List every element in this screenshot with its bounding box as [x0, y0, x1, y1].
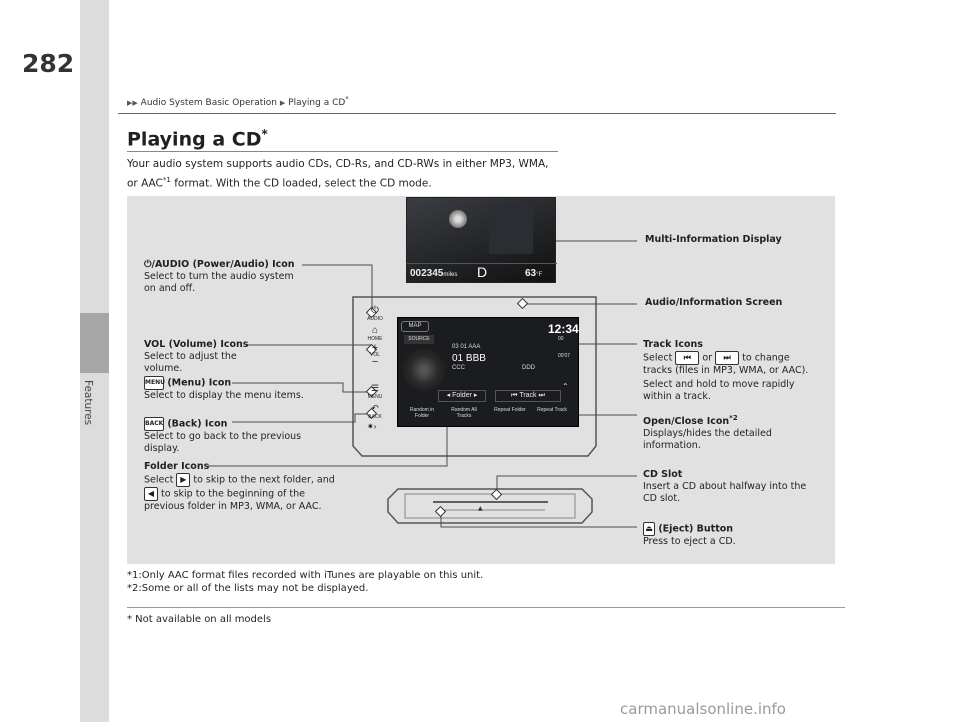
home-icon: ⌂ — [371, 325, 379, 336]
title-rule — [127, 151, 558, 152]
skip-forward-icon: ⏭ — [715, 351, 740, 365]
track-artist: CCC — [452, 365, 465, 371]
console-eject-mark: ▲ — [478, 505, 483, 512]
audio-information-screen: MAP SOURCE 12:34 00 03 01 AAA 01 BBB CCC… — [397, 317, 579, 427]
cd-slot-callout: CD Slot Insert a CD about halfway into t… — [643, 469, 807, 504]
track-folder: 03 01 AAA — [452, 344, 481, 350]
breadcrumb-item[interactable]: Audio System Basic Operation — [140, 98, 277, 108]
multi-information-display: 002345miles D 63°F — [406, 197, 557, 283]
power-icon: ⏻ — [144, 259, 152, 270]
random-folder-button[interactable]: Random in Folder — [409, 407, 435, 419]
open-close-callout: Open/Close Icon*2 Displays/hides the det… — [643, 414, 772, 452]
section-tab — [80, 313, 109, 373]
clock: 12:34 — [548, 322, 579, 336]
track-title: 01 BBB — [452, 353, 486, 364]
breadcrumb: ▶▶ Audio System Basic Operation ▶ Playin… — [127, 95, 349, 108]
section-sidebar — [80, 0, 109, 722]
head-unit-outline — [352, 296, 597, 457]
home-button[interactable]: ⌂HOME — [364, 325, 386, 342]
track-album: DDD — [522, 365, 535, 371]
previous-folder-icon[interactable]: ◂ — [446, 392, 451, 399]
breadcrumb-arrow-icon: ▶ — [279, 99, 286, 107]
breadcrumb-item[interactable]: Playing a CD — [288, 98, 346, 108]
audio-button[interactable]: ⏻AUDIO — [364, 305, 386, 322]
page-title: Playing a CD* — [127, 127, 268, 151]
head-unit-buttons: ⏻AUDIO ⌂HOME +VOL− ☰MENU ↶BACK ✷› — [362, 305, 388, 435]
power-icon: ⏻ — [371, 305, 379, 316]
repeat-track-button[interactable]: Repeat Track — [537, 407, 567, 413]
repeat-folder-button[interactable]: Repeat Folder — [494, 407, 526, 413]
cd-artwork — [402, 348, 446, 392]
next-icon: ▶ — [176, 473, 191, 487]
mid-divider — [407, 263, 557, 264]
console-inner — [404, 493, 576, 519]
skip-back-icon: ⏮ — [675, 351, 700, 365]
gear-indicator: D — [477, 264, 488, 280]
watermark: carmanualsonline.info — [620, 700, 786, 718]
menu-callout: MENU (Menu) Icon Select to display the m… — [144, 376, 304, 401]
map-button[interactable]: MAP — [401, 321, 429, 332]
eject-callout: ⏏ (Eject) Button Press to eject a CD. — [643, 522, 736, 547]
back-icon: ↶ — [371, 403, 379, 413]
cd-disc-icon — [449, 210, 467, 228]
intro-text: Your audio system supports audio CDs, CD… — [127, 158, 549, 190]
temperature: 63°F — [525, 268, 543, 279]
folder-controls: ◂ Folder ▸ — [438, 390, 486, 402]
elapsed: 00 — [558, 336, 564, 342]
power-callout: ⏻/AUDIO (Power/Audio) Icon Select to tur… — [144, 259, 295, 294]
next-folder-icon[interactable]: ▸ — [473, 392, 478, 399]
back-callout: BACK (Back) Icon Select to go back to th… — [144, 417, 302, 454]
availability-note: * Not available on all models — [127, 614, 272, 625]
eject-icon: ⏏ — [643, 522, 655, 536]
previous-icon: ◀ — [144, 487, 158, 501]
volume-buttons[interactable]: +VOL− — [364, 342, 386, 368]
skip-forward-icon[interactable]: ⏭ — [538, 392, 545, 399]
back-icon: BACK — [144, 417, 164, 431]
track-time: 00'07 — [558, 353, 571, 359]
mid-callout: Multi-Information Display — [645, 234, 782, 245]
page-number: 282 — [22, 49, 75, 78]
footnotes: *1:Only AAC format files recorded with i… — [127, 570, 484, 594]
open-close-icon[interactable]: ⌃ — [562, 382, 569, 391]
volume-callout: VOL (Volume) Icons Select to adjust the … — [144, 339, 249, 374]
back-button[interactable]: ↶BACK — [364, 403, 386, 420]
brightness-icon[interactable]: ✷› — [367, 422, 377, 431]
skip-back-icon[interactable]: ⏮ — [511, 392, 518, 399]
mid-panel — [489, 204, 533, 254]
console-outline — [387, 488, 593, 524]
source-button[interactable]: SOURCE — [404, 335, 434, 344]
header-rule — [118, 113, 836, 114]
menu-button[interactable]: ☰MENU — [364, 383, 386, 400]
odometer: 002345miles — [410, 268, 458, 279]
footer-rule — [127, 607, 845, 608]
track-controls: ⏮ Track ⏭ — [495, 390, 561, 402]
track-callout: Track Icons Select ⏮ or ⏭ to change trac… — [643, 339, 809, 402]
menu-icon: ☰ — [370, 383, 380, 393]
volume-up-icon: + — [371, 342, 379, 354]
breadcrumb-arrow-icon: ▶▶ — [127, 99, 138, 107]
volume-down-icon: − — [371, 356, 379, 368]
random-all-button[interactable]: Random All Tracks — [451, 407, 477, 419]
menu-icon: MENU — [144, 376, 165, 390]
folder-callout: Folder Icons Select ▶ to skip to the nex… — [144, 461, 335, 512]
screen-callout: Audio/Information Screen — [645, 297, 783, 308]
